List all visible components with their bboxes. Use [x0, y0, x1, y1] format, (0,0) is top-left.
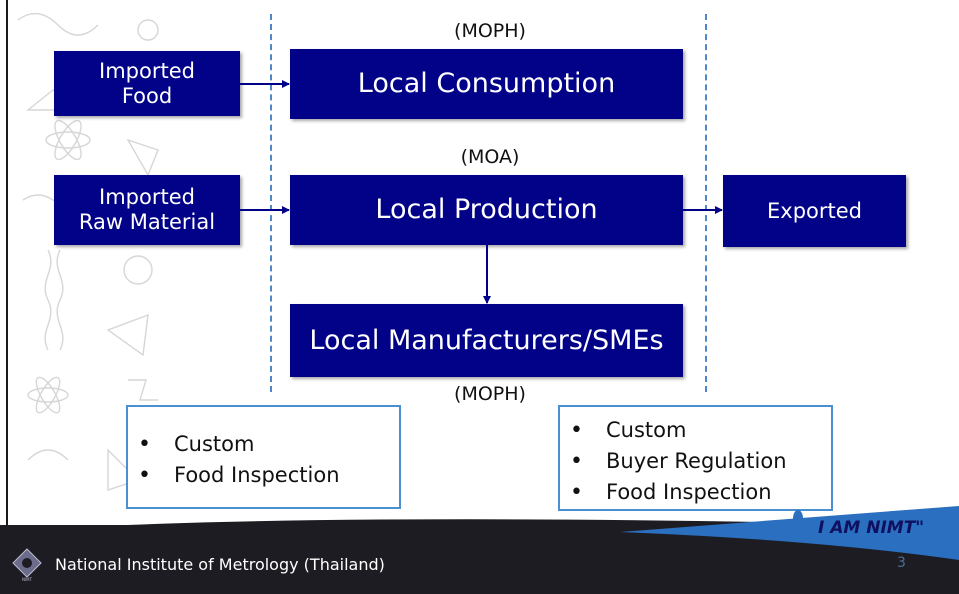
- left-box-item: Custom: [128, 429, 399, 460]
- node-local-production: Local Production: [290, 175, 683, 245]
- node-exported-label: Exported: [767, 198, 862, 223]
- nimt-logo-icon: NIMT: [12, 548, 42, 582]
- logo-text: NIMT: [22, 577, 33, 582]
- border-controls-box-left: Custom Food Inspection: [126, 405, 401, 509]
- right-box-item: Custom: [560, 415, 831, 446]
- border-boundary-line-left: [270, 14, 272, 392]
- agency-label-production: (MOA): [460, 146, 520, 168]
- right-box-item: Food Inspection: [560, 477, 831, 508]
- node-imported-raw-line2: Raw Material: [78, 210, 216, 234]
- footer-swoosh-decoration: [0, 506, 959, 594]
- right-box-item: Buyer Regulation: [560, 446, 831, 477]
- node-local-manufacturers-label: Local Manufacturers/SMEs: [309, 324, 664, 356]
- node-imported-food-line1: Imported: [99, 58, 195, 83]
- node-local-manufacturers: Local Manufacturers/SMEs: [290, 304, 683, 377]
- node-local-consumption: Local Consumption: [290, 49, 683, 119]
- node-imported-raw-line1: Imported: [99, 185, 195, 209]
- border-boundary-line-right: [705, 14, 707, 392]
- footer-institute-name: National Institute of Metrology (Thailan…: [55, 555, 385, 574]
- science-doodles-decoration: [17, 12, 159, 491]
- agency-label-consumption: (MOPH): [454, 20, 526, 42]
- page-number: 3: [897, 555, 906, 571]
- footer-tagline: I AM NIMT": [818, 518, 925, 538]
- left-box-item: Food Inspection: [128, 460, 399, 491]
- node-exported: Exported: [723, 175, 906, 247]
- tagline-drop-icon: [793, 510, 803, 524]
- border-controls-box-right: Custom Buyer Regulation Food Inspection: [558, 405, 833, 511]
- agency-label-manufacturers: (MOPH): [454, 383, 526, 405]
- node-imported-food: Imported Food: [54, 51, 240, 116]
- node-local-production-label: Local Production: [375, 194, 598, 225]
- left-border-rule: [6, 0, 8, 525]
- node-local-consumption-label: Local Consumption: [357, 68, 616, 99]
- node-imported-raw-material: Imported Raw Material: [54, 175, 240, 245]
- node-imported-food-line2: Food: [121, 83, 173, 108]
